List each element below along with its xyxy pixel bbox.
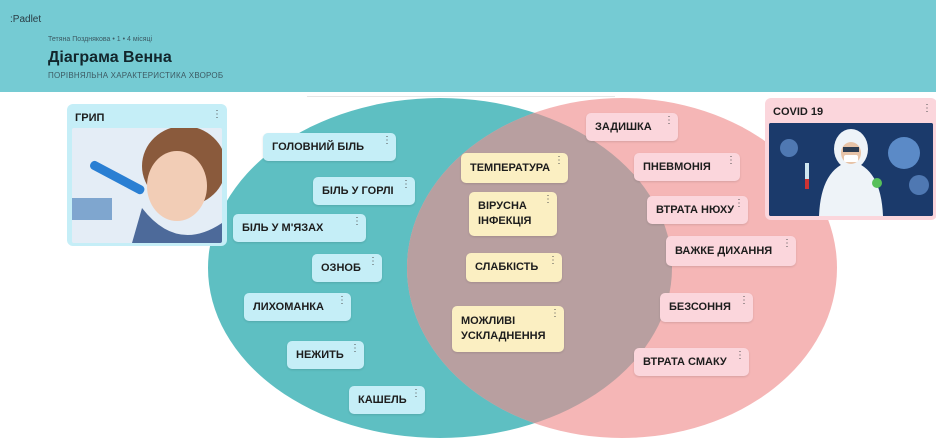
covid-label: COVID 19 [773,106,824,118]
flu-card-muscle-pain[interactable]: БІЛЬ У М'ЯЗАХ ⋮ [233,214,366,242]
menu-icon[interactable]: ⋮ [922,103,932,114]
menu-icon[interactable]: ⋮ [739,295,749,306]
menu-icon[interactable]: ⋮ [554,155,564,166]
card-text: МОЖЛИВІ УСКЛАДНЕННЯ [461,315,546,342]
card-text: ГОЛОВНИЙ БІЛЬ [272,140,364,153]
card-text: КАШЕЛЬ [358,393,407,406]
covid-card-insomnia[interactable]: БЕЗСОННЯ ⋮ [660,293,753,322]
board-header: :Padlet Тетяна Позднякова • 1 • 4 місяці… [0,0,936,92]
menu-icon[interactable]: ⋮ [411,388,421,399]
card-text: СЛАБКІСТЬ [475,261,539,273]
flu-card-cough[interactable]: КАШЕЛЬ ⋮ [349,386,425,414]
common-card-complications[interactable]: МОЖЛИВІ УСКЛАДНЕННЯ ⋮ [452,306,564,352]
flu-card-chills[interactable]: ОЗНОБ ⋮ [312,254,382,282]
woman-with-thermometer-photo [72,128,222,243]
card-text: ВТРАТА СМАКУ [643,355,727,368]
padlet-logo[interactable]: :Padlet [10,14,42,25]
covid-image-card[interactable]: COVID 19 ⋮ [765,98,936,220]
menu-icon[interactable]: ⋮ [350,343,360,354]
menu-icon[interactable]: ⋮ [664,115,674,126]
card-text: БЕЗСОННЯ [669,301,731,313]
menu-icon[interactable]: ⋮ [543,194,553,205]
covid-card-loss-of-taste[interactable]: ВТРАТА СМАКУ ⋮ [634,348,749,376]
board-subtitle: ПОРІВНЯЛЬНА ХАРАКТЕРИСТИКА ХВОРОБ [48,71,224,80]
card-text: БІЛЬ У М'ЯЗАХ [242,221,324,234]
covid-card-pneumonia[interactable]: ПНЕВМОНІЯ ⋮ [634,153,740,181]
card-text: ЗАДИШКА [595,120,652,133]
board-meta: Тетяна Позднякова • 1 • 4 місяці [48,36,153,43]
menu-icon[interactable]: ⋮ [382,135,392,146]
common-card-viral-infection[interactable]: ВІРУСНА ІНФЕКЦІЯ ⋮ [469,192,557,236]
covid-card-loss-of-smell[interactable]: ВТРАТА НЮХУ⋮ [647,196,748,224]
menu-icon[interactable]: ⋮ [726,155,736,166]
menu-icon[interactable]: ⋮ [782,238,792,249]
card-text: ЛИХОМАНКА [253,300,324,313]
card-text: НЕЖИТЬ [296,348,344,361]
card-text: ВТРАТА НЮХУ [656,203,735,216]
flu-card-fever[interactable]: ЛИХОМАНКА ⋮ [244,293,351,321]
menu-icon[interactable]: ⋮ [352,216,362,227]
covid-card-shortness-of-breath[interactable]: ЗАДИШКА ⋮ [586,113,678,141]
menu-icon[interactable]: ⋮ [368,256,378,267]
menu-icon[interactable]: ⋮ [735,350,745,361]
flu-label: ГРИП [75,112,105,124]
menu-icon[interactable]: ⋮ [212,109,222,120]
flu-card-sore-throat[interactable]: БІЛЬ У ГОРЛІ ⋮ [313,177,415,205]
flu-card-runny-nose[interactable]: НЕЖИТЬ ⋮ [287,341,364,369]
menu-icon[interactable]: ⋮ [734,198,744,209]
doctor-in-protective-suit-photo [769,123,933,216]
card-text: ВІРУСНА ІНФЕКЦІЯ [478,200,532,227]
card-text: ПНЕВМОНІЯ [643,160,711,173]
menu-icon[interactable]: ⋮ [337,295,347,306]
covid-card-heavy-breathing[interactable]: ВАЖКЕ ДИХАННЯ ⋮ [666,236,796,266]
common-card-weakness[interactable]: СЛАБКІСТЬ ⋮ [466,253,562,282]
card-text: ОЗНОБ [321,261,361,274]
flu-card-headache[interactable]: ГОЛОВНИЙ БІЛЬ ⋮ [263,133,396,161]
menu-icon[interactable]: ⋮ [548,255,558,266]
flu-image-card[interactable]: ГРИП ⋮ [67,104,227,246]
menu-icon[interactable]: ⋮ [550,308,560,319]
board-title: Діаграма Венна [48,49,172,66]
divider [307,96,615,97]
card-text: ВАЖКЕ ДИХАННЯ [675,244,773,257]
overlap-region [407,98,672,438]
card-text: БІЛЬ У ГОРЛІ [322,184,394,197]
common-card-temperature[interactable]: ТЕМПЕРАТУРА⋮ [461,153,568,183]
menu-icon[interactable]: ⋮ [401,179,411,190]
card-text: ТЕМПЕРАТУРА [470,161,551,174]
